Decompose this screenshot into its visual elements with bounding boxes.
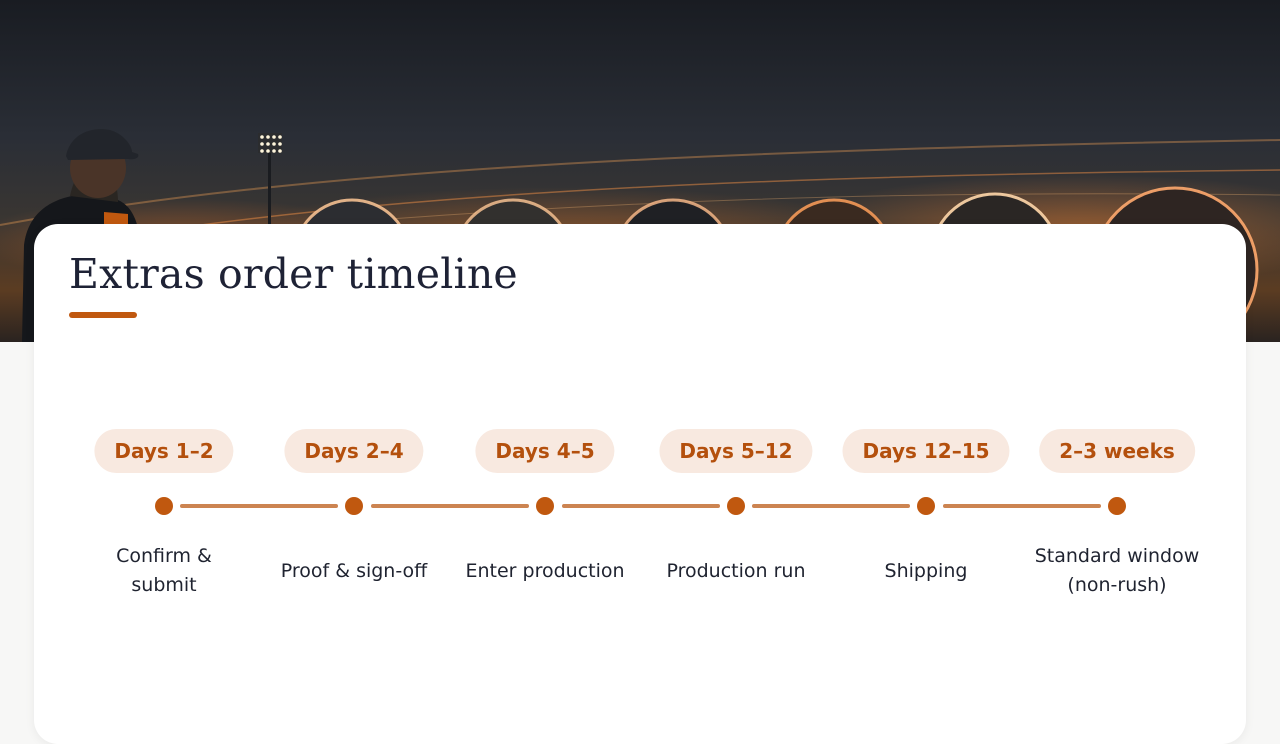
step-duration-badge: Days 4–5 (475, 429, 615, 473)
step-duration-badge: Days 2–4 (284, 429, 424, 473)
step-duration-badge: Days 5–12 (659, 429, 813, 473)
step-label: Standard window (non-rush) (1034, 545, 1200, 596)
page-title: Extras order timeline (69, 250, 518, 298)
step-marker (345, 497, 363, 515)
step-marker (536, 497, 554, 515)
timeline: Days 1–2 Confirm & submit Days 2–4 Proof… (34, 224, 1246, 744)
timeline-connector (371, 504, 529, 508)
step-label: Confirm & submit (116, 545, 212, 596)
step-marker (727, 497, 745, 515)
step-duration-badge: 2–3 weeks (1039, 429, 1195, 473)
step-label: Proof & sign-off (280, 560, 428, 582)
timeline-connector (180, 504, 338, 508)
step-duration-badge: Days 1–2 (94, 429, 234, 473)
timeline-connector (943, 504, 1101, 508)
timeline-card: Extras order timeline Days 1–2 Confirm &… (34, 224, 1246, 744)
step-marker (917, 497, 935, 515)
step-label: Enter production (465, 560, 625, 582)
timeline-connector (562, 504, 720, 508)
step-duration-badge: Days 12–15 (842, 429, 1010, 473)
step-label: Shipping (884, 560, 968, 582)
step-label: Production run (666, 560, 806, 582)
title-underline (69, 312, 137, 318)
step-marker (1108, 497, 1126, 515)
step-marker (155, 497, 173, 515)
timeline-connector (752, 504, 910, 508)
